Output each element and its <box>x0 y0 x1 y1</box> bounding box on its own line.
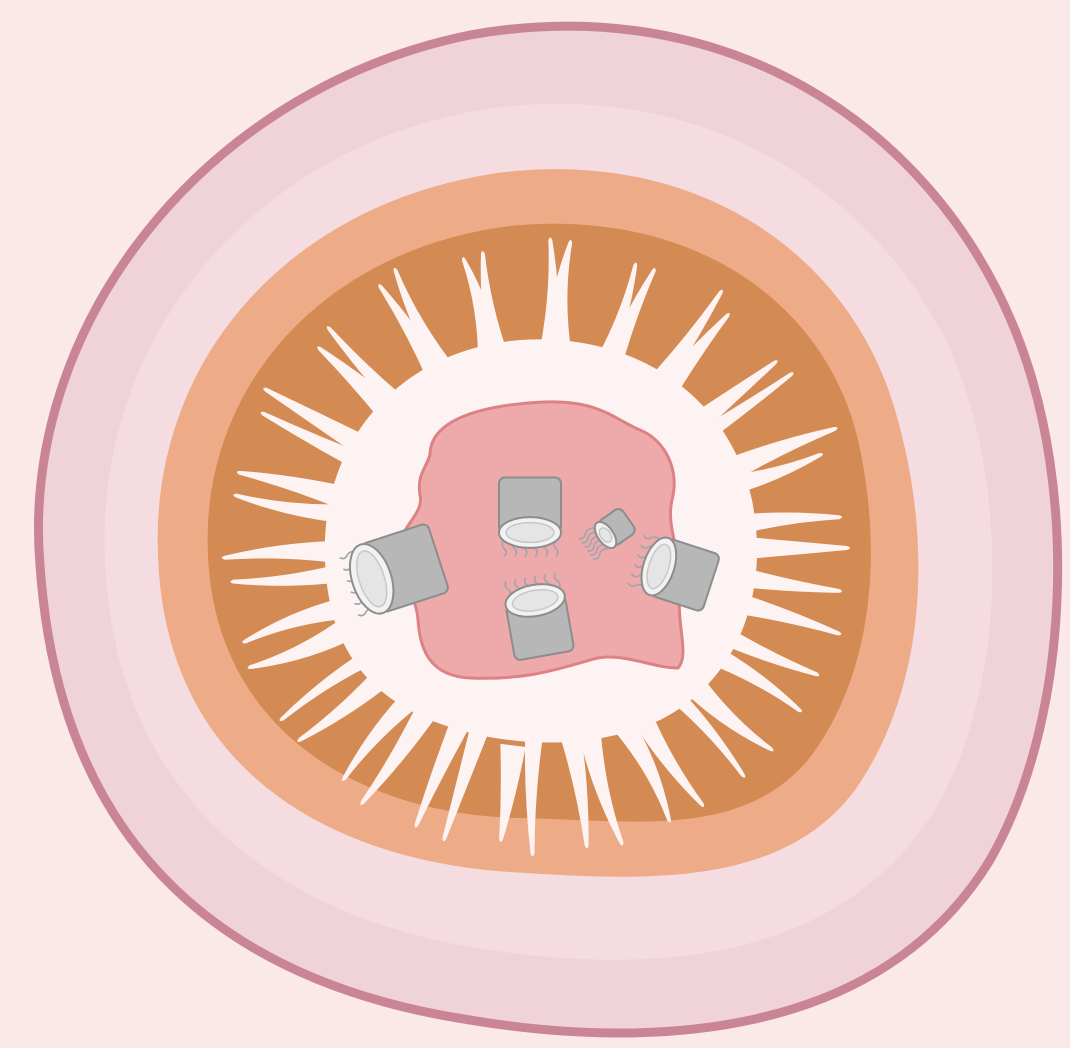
implant-core <box>506 523 554 543</box>
